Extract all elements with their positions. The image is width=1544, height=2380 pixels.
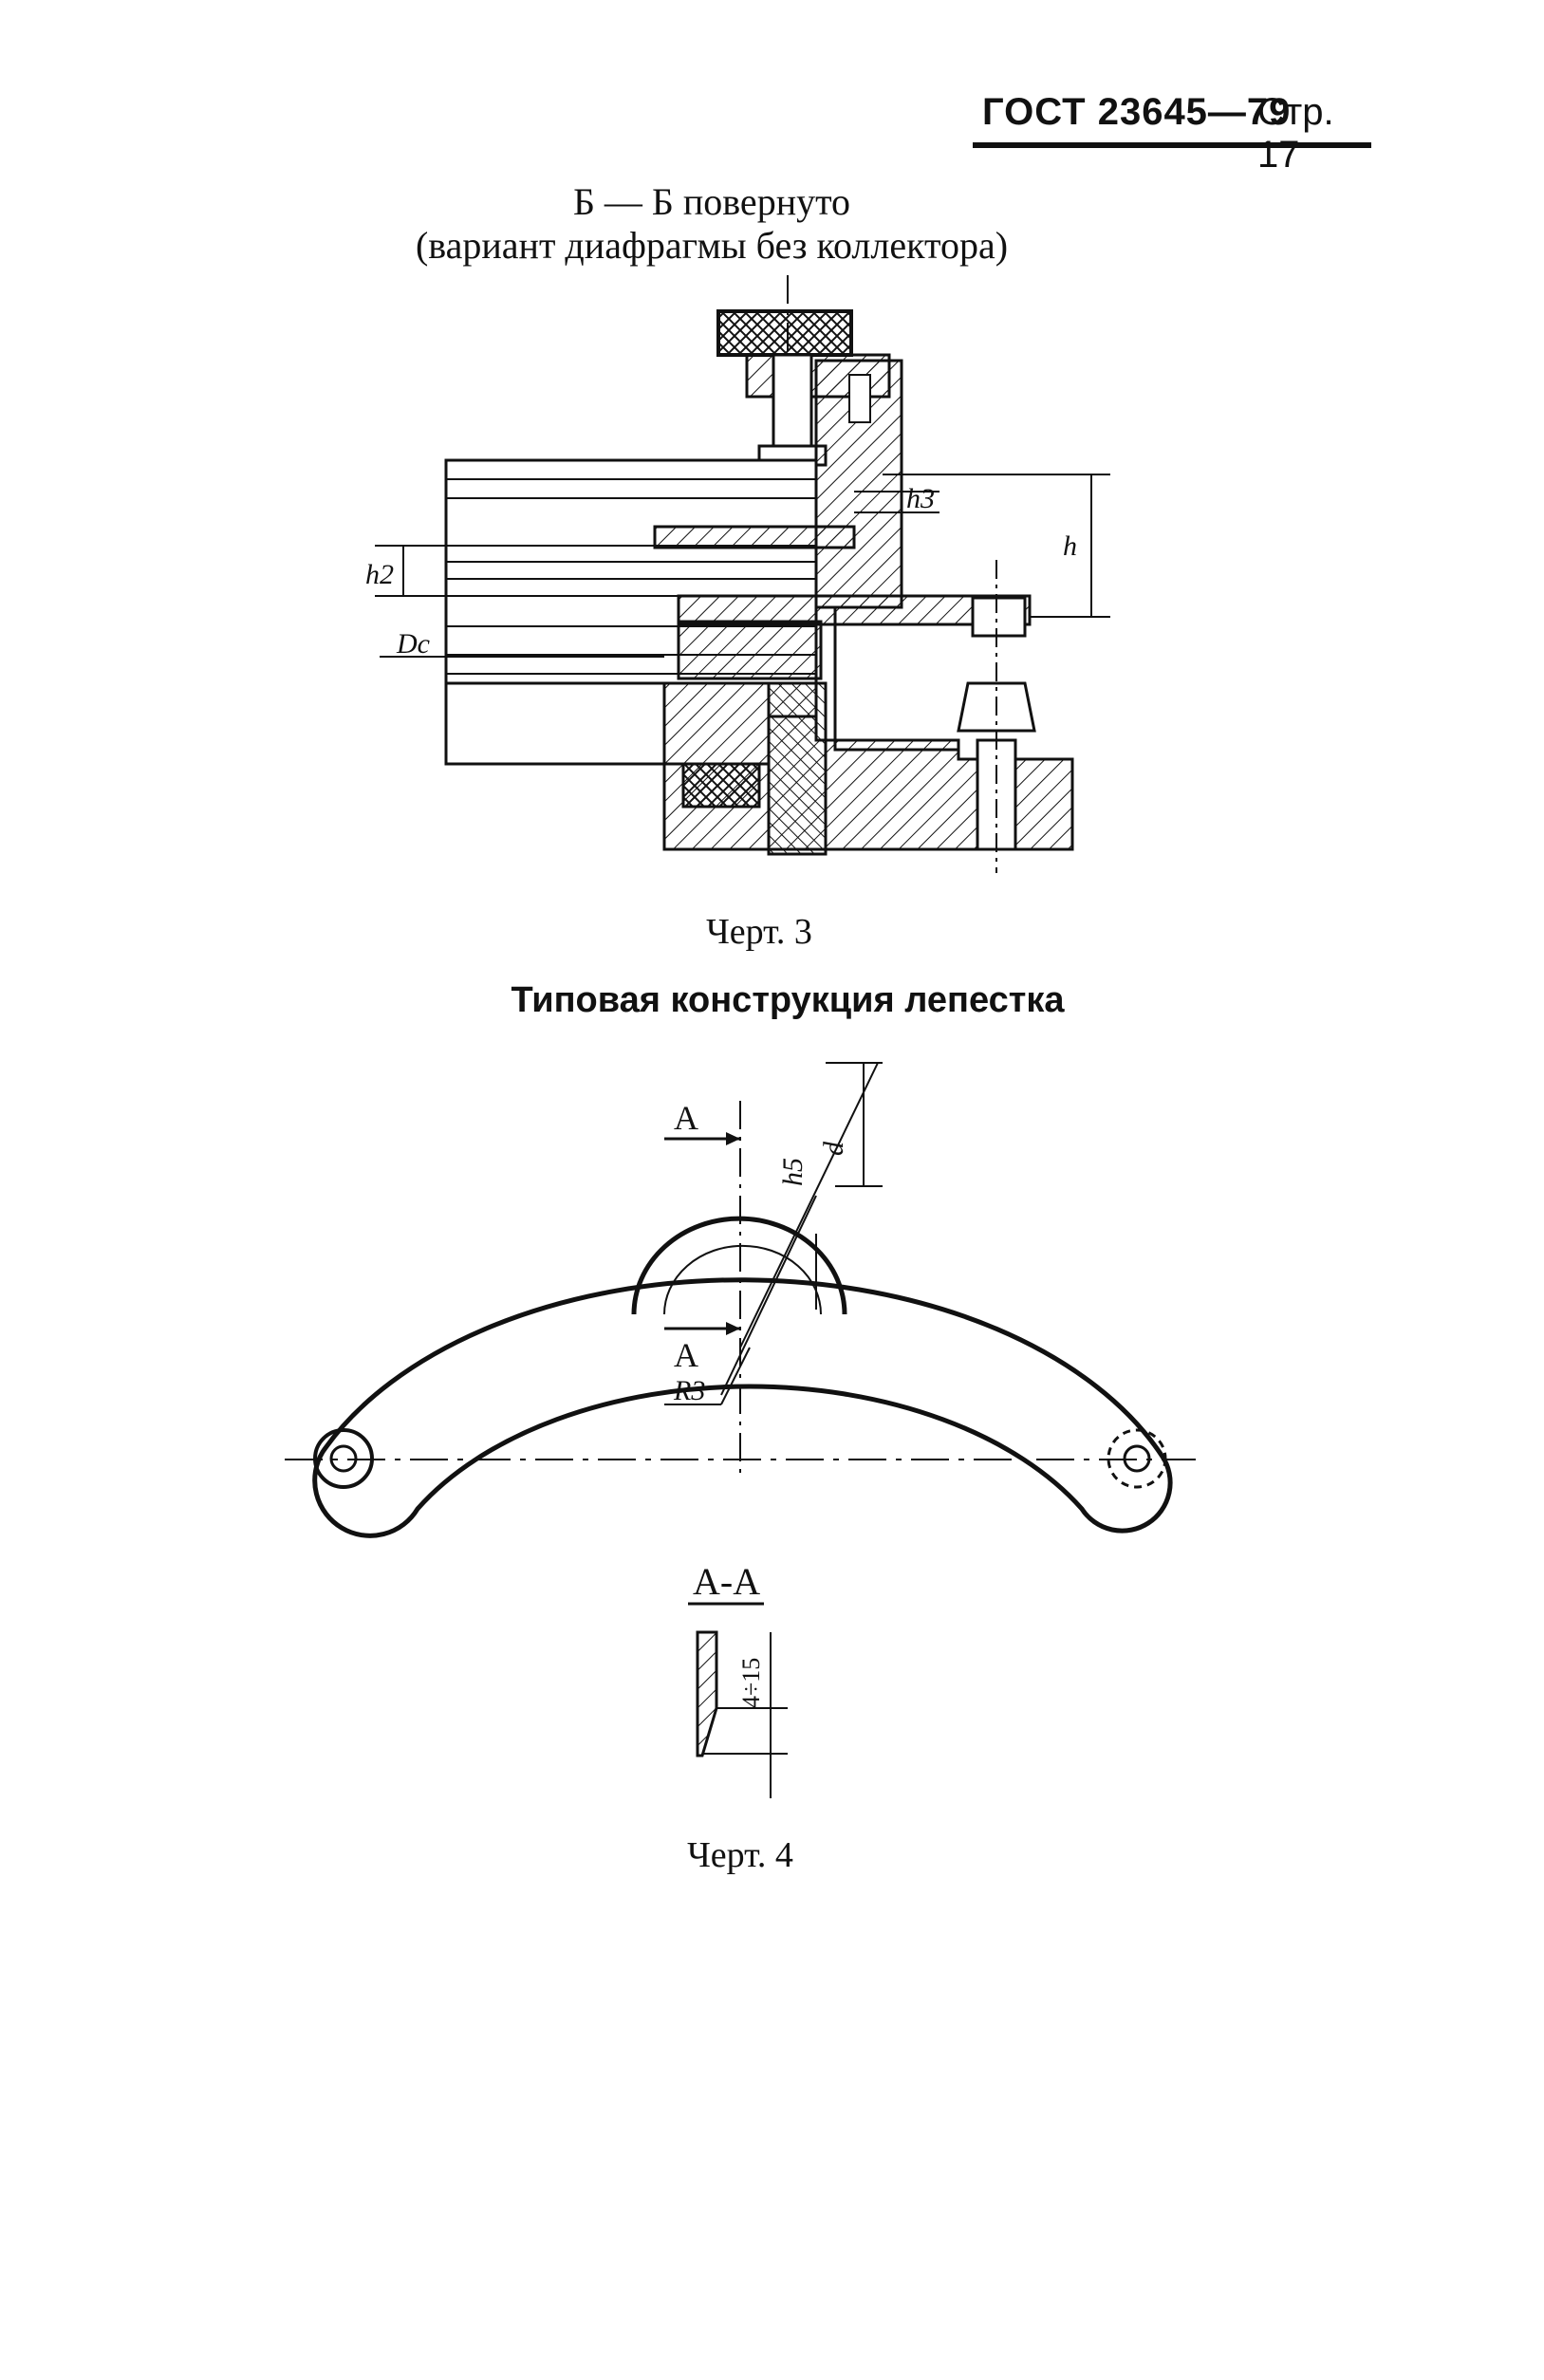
petal-outline (312, 1277, 1173, 1538)
dim-dc: Dc (396, 628, 430, 660)
figure-4-caption: Черт. 4 (687, 1835, 793, 1875)
section-mark-a-bottom: A (674, 1336, 698, 1374)
dim-h: h (1063, 530, 1077, 562)
section-aa-label: А-А (693, 1560, 760, 1603)
figure-3-caption: Черт. 3 (706, 912, 812, 952)
dim-h3: h3 (906, 483, 935, 514)
page-header: ГОСТ 23645—79 Стр. 17 (973, 91, 1371, 176)
dim-h2: h2 (365, 559, 394, 590)
dim-h5: h5 (777, 1158, 809, 1186)
header-rule (973, 142, 1371, 148)
standard-number: ГОСТ 23645—79 (982, 91, 1292, 133)
dim-d: d (818, 1141, 849, 1156)
dim-thickness: 4÷15 (737, 1658, 765, 1708)
section-title: Б — Б повернуто (572, 180, 851, 223)
section-subtitle: (вариант диафрагмы без коллектора) (415, 224, 1009, 267)
page-number: Стр. 17 (1257, 91, 1334, 176)
section-mark-a-top: A (674, 1099, 698, 1137)
dim-r3: R3 (673, 1375, 705, 1406)
figure-4-title: Типовая конструкция лепестка (511, 980, 1065, 1020)
